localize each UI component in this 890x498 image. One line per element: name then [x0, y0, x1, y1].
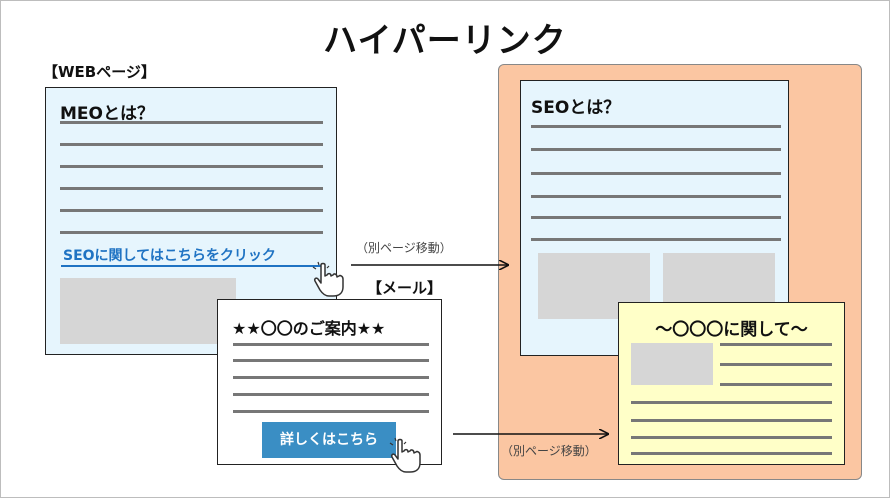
text-line	[233, 393, 429, 396]
arrow-note-top: （別ページ移動）	[356, 241, 452, 255]
image-placeholder	[631, 343, 713, 385]
text-line	[531, 148, 781, 151]
web-page-label: 【WEBページ】	[43, 63, 156, 81]
text-line	[60, 121, 323, 124]
text-line	[631, 452, 832, 455]
arrow-note-bottom: （別ページ移動）	[501, 444, 597, 458]
seo-hyperlink[interactable]: SEOに関してはこちらをクリック	[63, 248, 276, 264]
text-line	[233, 343, 429, 346]
text-line	[720, 383, 832, 386]
text-line	[531, 238, 781, 241]
mail-label: 【メール】	[367, 279, 443, 297]
text-line	[531, 195, 781, 198]
text-line	[720, 343, 832, 346]
hyperlink-underline	[61, 265, 323, 267]
seo-page-heading: SEOとは？	[531, 98, 621, 118]
text-line	[531, 172, 781, 175]
text-line	[531, 125, 781, 128]
text-line	[631, 436, 832, 439]
text-line	[531, 216, 781, 219]
diagram-title: ハイパーリンク	[323, 21, 567, 61]
text-line	[60, 165, 323, 168]
text-line	[233, 410, 429, 413]
image-placeholder	[60, 278, 236, 344]
mail-heading: ★★〇〇のご案内★★	[232, 319, 386, 338]
info-page-panel: 〜〇〇〇に関して〜	[618, 302, 845, 465]
text-line	[233, 359, 429, 362]
web-page-heading: MEOとは？	[60, 104, 154, 124]
text-line	[631, 419, 832, 422]
text-line	[60, 143, 323, 146]
text-line	[631, 401, 832, 404]
text-line	[233, 376, 429, 379]
text-line	[720, 363, 832, 366]
text-line	[60, 231, 323, 234]
text-line	[60, 187, 323, 190]
info-page-heading: 〜〇〇〇に関して〜	[655, 320, 808, 340]
text-line	[60, 209, 323, 212]
mail-details-button[interactable]: 詳しくはこちら	[262, 422, 396, 458]
